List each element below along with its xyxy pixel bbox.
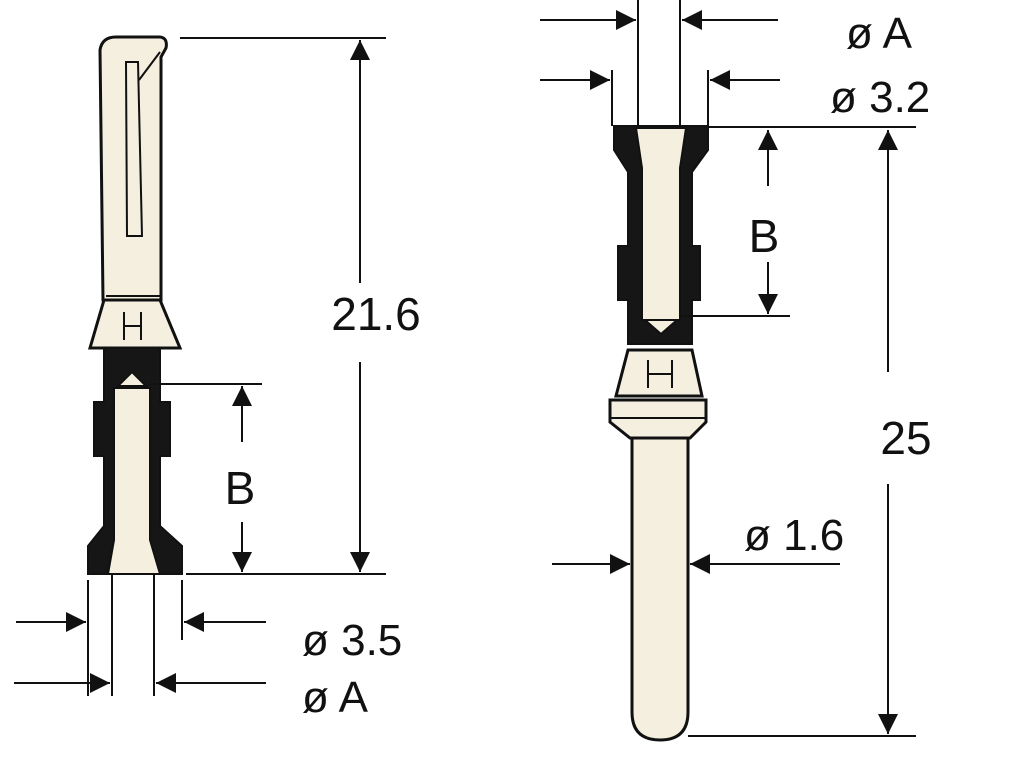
female-flange-notch xyxy=(123,312,142,340)
female-spring-gap xyxy=(138,51,161,81)
female-length-dimension: 21.6 xyxy=(180,37,421,575)
male-flange-notch xyxy=(647,360,673,388)
male-pin-diameter-dimension: ø 1.6 xyxy=(552,511,844,574)
male-length-dimension: 25 xyxy=(688,130,932,737)
male-bore-cone xyxy=(642,319,680,336)
female-spring-slot xyxy=(124,61,144,237)
male-pin-diameter-label: ø 1.6 xyxy=(744,511,844,560)
female-barrel-bore xyxy=(106,387,162,575)
female-bore-dimension: B xyxy=(150,383,262,572)
male-outer-diameter-dimension: ø 3.2 xyxy=(540,70,930,126)
male-barrel-bore xyxy=(634,127,688,321)
female-diameter-dimensions: ø 3.5 ø A xyxy=(14,574,402,722)
male-bore-dimension: B xyxy=(680,126,916,317)
male-wire-diameter-dimension: ø A xyxy=(540,0,913,126)
male-outer-diameter-label: ø 3.2 xyxy=(830,73,930,122)
female-bore-cone xyxy=(115,370,149,387)
female-length-label: 21.6 xyxy=(331,288,421,340)
female-outer-diameter-label: ø 3.5 xyxy=(302,616,402,665)
male-length-label: 25 xyxy=(880,412,931,464)
female-bore-label: B xyxy=(225,462,256,514)
male-contact xyxy=(608,125,709,742)
male-wire-diameter-label: ø A xyxy=(846,9,913,58)
male-bore-label: B xyxy=(749,210,780,262)
male-pin xyxy=(630,436,690,742)
female-contact xyxy=(87,35,183,575)
female-flange xyxy=(88,298,183,350)
female-wire-diameter-label: ø A xyxy=(302,673,369,722)
female-spring-body xyxy=(98,35,168,302)
